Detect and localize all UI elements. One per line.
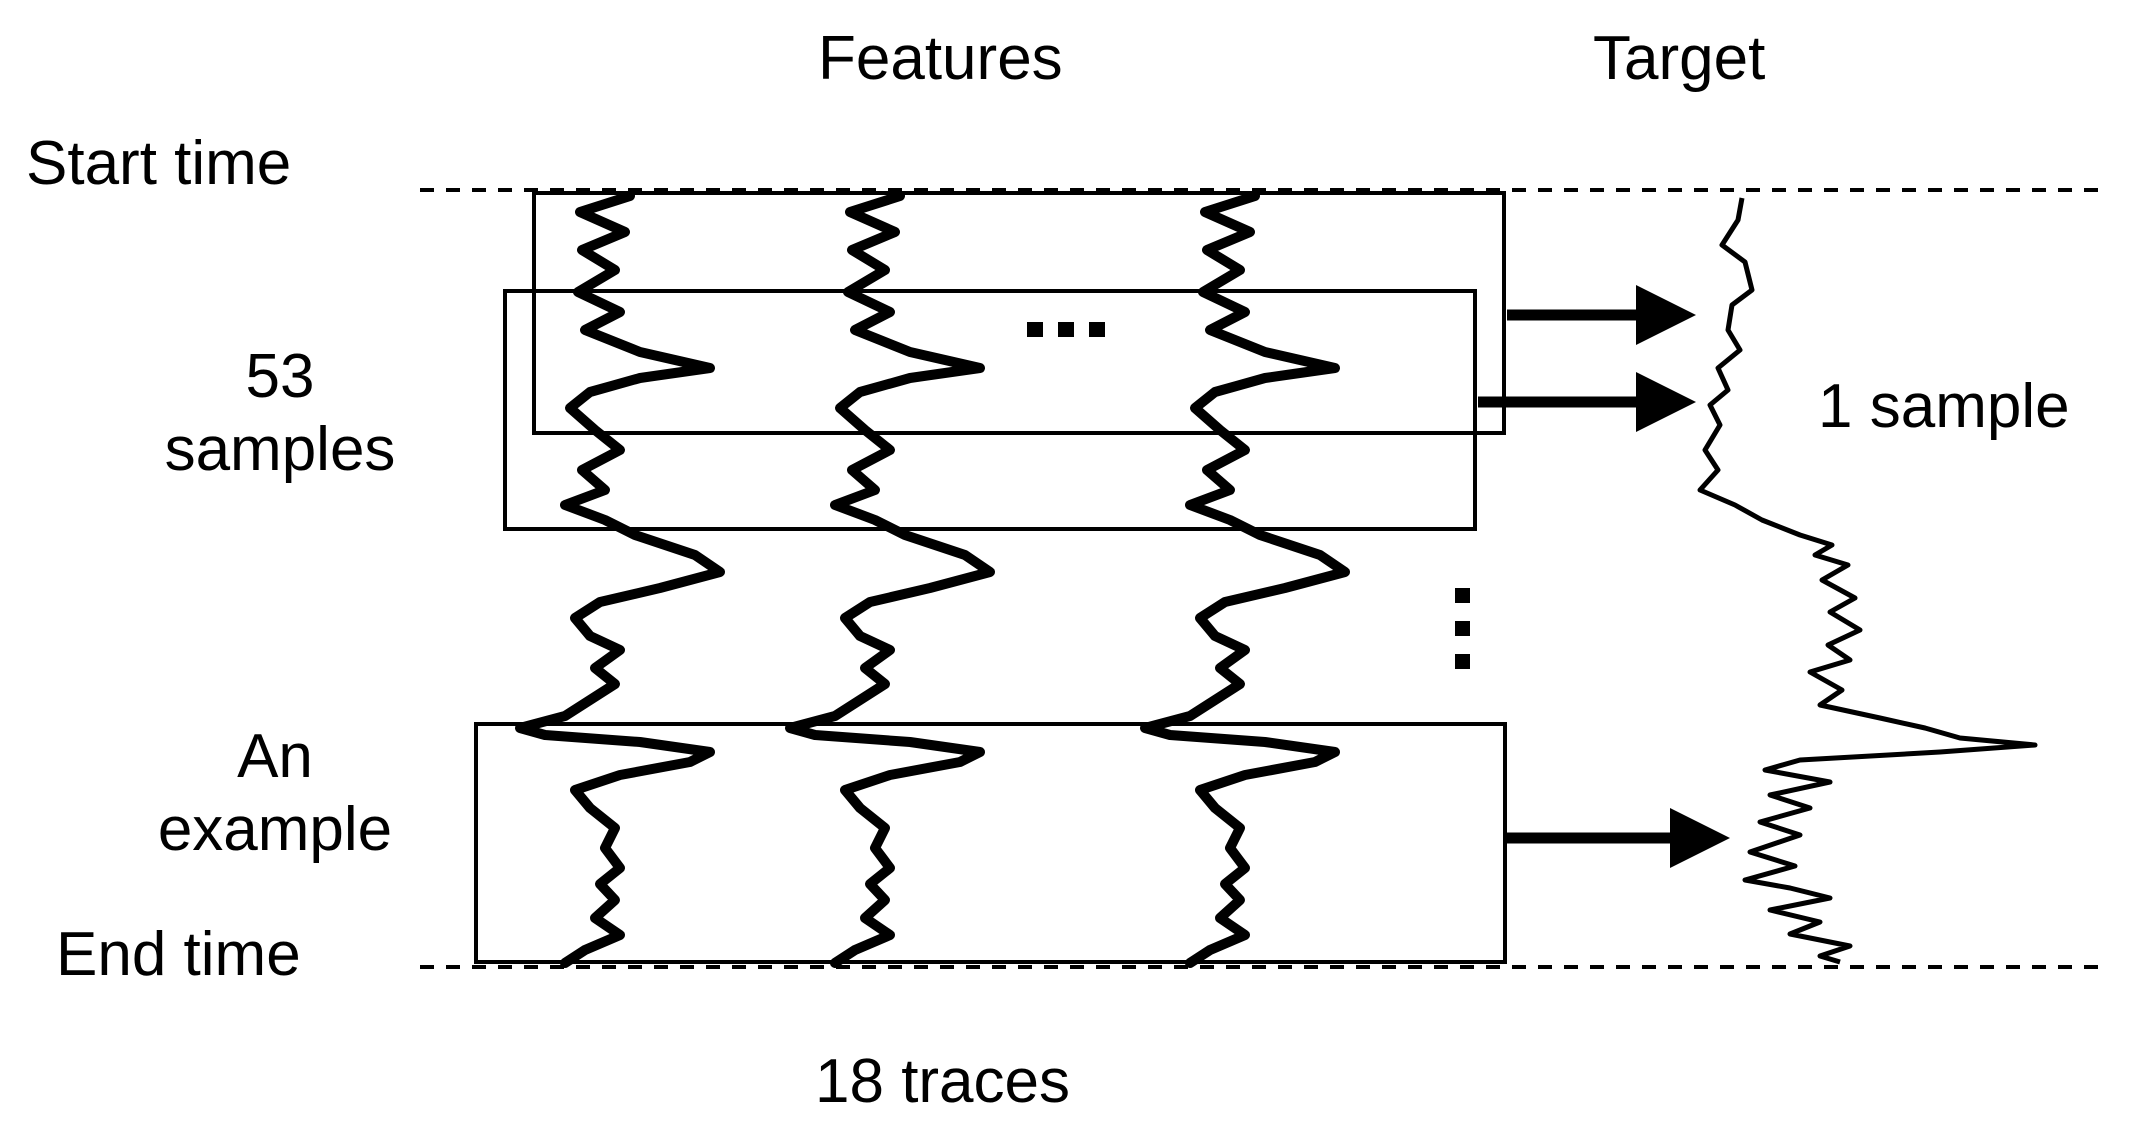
one-sample-label: 1 sample	[1818, 372, 2070, 441]
start-time-label: Start time	[26, 129, 292, 198]
feature-trace-3	[1140, 191, 1350, 968]
window-box-2	[503, 289, 1477, 531]
window-count: 53	[245, 342, 315, 411]
example-line2: example	[157, 795, 393, 865]
horizontal-ellipsis-icon	[1027, 322, 1105, 337]
example-window-box	[474, 722, 1507, 964]
window-box-1	[532, 191, 1506, 435]
target-log-curve	[1697, 197, 2038, 965]
example-label: An example	[125, 720, 425, 866]
example-line1: An	[237, 722, 313, 791]
vertical-ellipsis-icon	[1455, 588, 1470, 669]
features-header: Features	[818, 24, 1063, 93]
target-header: Target	[1593, 24, 1766, 93]
feature-trace-1	[515, 191, 725, 968]
feature-trace-2	[785, 191, 995, 968]
window-size-label: 53 samples	[130, 340, 430, 486]
end-time-label: End time	[56, 920, 301, 989]
trace-count-label: 18 traces	[815, 1047, 1071, 1116]
window-unit: samples	[164, 415, 396, 485]
